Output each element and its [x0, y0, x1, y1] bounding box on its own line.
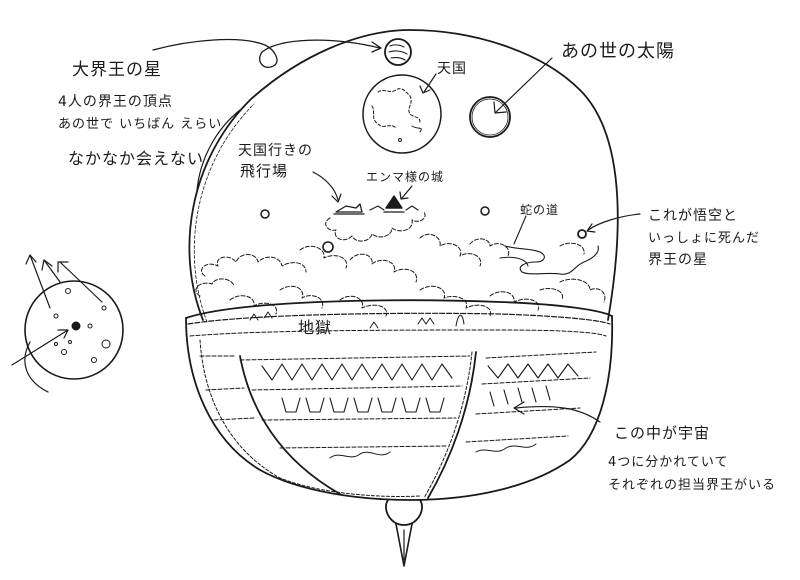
- label-daikaio-desc-2: あの世で いちばん えらい: [58, 117, 223, 132]
- enma-castle-icon: [333, 195, 419, 215]
- otherworld-sun-icon: [469, 96, 511, 138]
- bottom-finial-icon: [385, 499, 423, 567]
- universe-arrow: [513, 401, 601, 423]
- label-universe: この中が宇宙: [614, 424, 711, 442]
- side-sphere-diagram: [11, 254, 124, 393]
- universe-bowl: [185, 299, 614, 501]
- hell-decorations: [249, 311, 465, 329]
- label-daikaio-desc-3: なかなか会えない: [68, 149, 205, 168]
- label-heaven-airport-2: 飛行場: [240, 162, 289, 180]
- outer-sphere: [188, 29, 619, 323]
- small-planet-right: [480, 206, 490, 216]
- label-universe-desc-1: 4つに分かれていて: [608, 455, 729, 470]
- cloud-layer: [195, 211, 606, 317]
- label-kaio-planet-1: これが悟空と: [648, 208, 738, 224]
- label-hell: 地獄: [298, 318, 333, 337]
- kaio-arrow: [586, 213, 641, 233]
- kaio-planet-icon: [577, 229, 587, 239]
- daikaio-planet-icon: [384, 38, 412, 66]
- label-kaio-planet-2: いっしょに死んだ: [648, 231, 761, 246]
- label-universe-desc-2: それぞれの担当界王がいる: [608, 478, 777, 493]
- heaven-arrow: [419, 73, 437, 94]
- sun-arrow: [493, 57, 553, 114]
- daikaio-arrow: [152, 38, 382, 68]
- snake-way-arrow: [513, 215, 527, 245]
- label-heaven-airport-1: 天国行きの: [238, 143, 313, 159]
- heaven-planet-icon: [362, 74, 442, 154]
- label-snake-way: 蛇の道: [520, 203, 560, 217]
- enma-arrow: [399, 185, 413, 200]
- label-enma-castle: エンマ様の城: [366, 170, 445, 184]
- small-planet-cloud: [322, 241, 334, 253]
- label-heaven: 天国: [437, 61, 467, 77]
- airport-arrow: [312, 171, 342, 203]
- label-daikaio-planet: 大界王の星: [72, 60, 162, 80]
- label-otherworld-sun: あの世の太陽: [561, 41, 675, 62]
- small-planet-left: [260, 209, 270, 219]
- label-daikaio-desc-1: 4人の界王の頂点: [58, 94, 173, 110]
- label-kaio-planet-3: 界王の星: [648, 252, 708, 268]
